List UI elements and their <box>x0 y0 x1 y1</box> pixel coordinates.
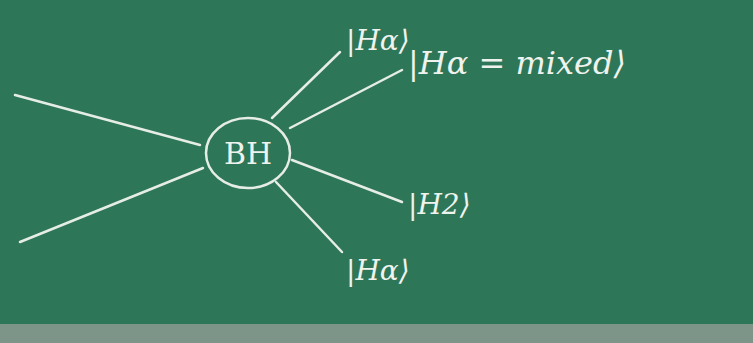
black-hole-circle: BH <box>204 116 292 190</box>
outgoing-line <box>290 70 402 128</box>
incoming-line <box>15 95 200 145</box>
chalk-ledge <box>0 324 753 343</box>
state-ket: |Hα⟩ <box>346 24 410 57</box>
state-ket: |Hα⟩ <box>346 254 410 287</box>
outgoing-line <box>292 160 402 202</box>
incoming-line <box>20 168 203 242</box>
state-ket: |H2⟩ <box>408 188 471 221</box>
outgoing-line <box>276 182 342 252</box>
node-label: BH <box>204 136 292 171</box>
state-ket: |Hα = mixed⟩ <box>408 44 626 82</box>
